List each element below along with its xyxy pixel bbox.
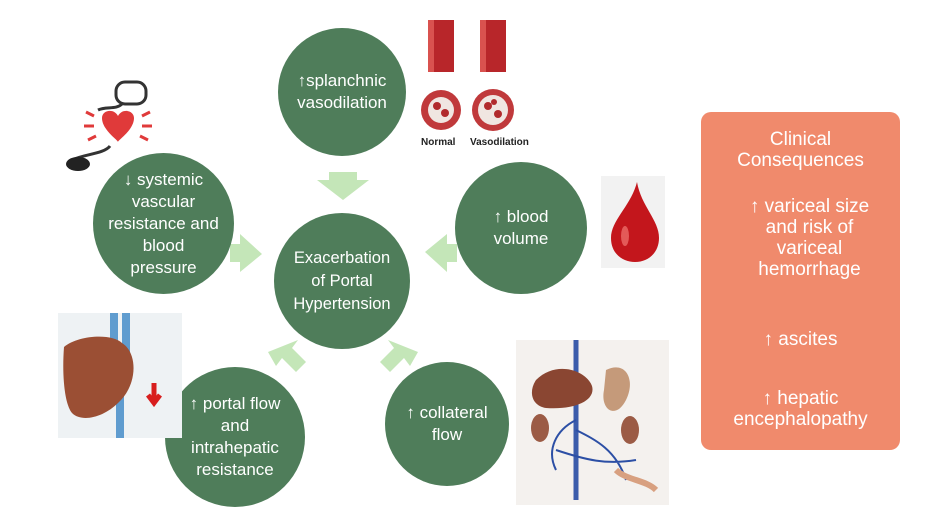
caption-normal: Normal bbox=[421, 137, 456, 148]
consequence-encephalopathy: ↑ hepatic encephalopathy bbox=[733, 388, 868, 430]
center-label: Exacerbation of Portal Hypertension bbox=[293, 248, 391, 313]
arrow-bottom-right bbox=[380, 340, 418, 372]
consequence-ascites: ↑ ascites bbox=[763, 329, 838, 350]
node-splanchnic-vasodilation: ↑splanchnic vasodilation bbox=[278, 28, 406, 156]
node-blood-volume: ↑ blood volume bbox=[455, 162, 587, 294]
node-label: ↑splanchnic vasodilation bbox=[297, 71, 387, 112]
node-label: ↑ collateral flow bbox=[406, 403, 488, 444]
blood-drop-icon bbox=[601, 176, 665, 268]
node-label: ↑ blood volume bbox=[493, 207, 549, 248]
arrow-right bbox=[425, 234, 457, 272]
panel-title: Clinical Consequences bbox=[737, 129, 864, 171]
consequence-variceal: ↑ variceal size and risk of variceal hem… bbox=[749, 196, 870, 280]
blood-pressure-icon bbox=[66, 80, 152, 171]
caption-vasodilation: Vasodilation bbox=[470, 137, 529, 148]
arrow-left bbox=[230, 234, 262, 272]
node-systemic-resistance: ↓ systemic vascular resistance and blood… bbox=[93, 153, 234, 294]
arrow-bottom-left bbox=[268, 340, 306, 372]
node-portal-hypertension: Exacerbation of Portal Hypertension bbox=[274, 213, 410, 349]
vessel-illustration bbox=[421, 20, 514, 131]
portal-vasculature-illustration bbox=[516, 340, 669, 505]
clinical-consequences-panel: Clinical Consequences ↑ variceal size an… bbox=[701, 112, 900, 450]
arrow-top bbox=[317, 172, 369, 200]
node-label: ↓ systemic vascular resistance and blood… bbox=[108, 169, 219, 277]
liver-illustration bbox=[58, 313, 182, 438]
node-label: ↑ portal flow and intrahepatic resistanc… bbox=[189, 394, 281, 479]
node-portal-flow: ↑ portal flow and intrahepatic resistanc… bbox=[165, 367, 305, 507]
node-collateral-flow: ↑ collateral flow bbox=[385, 362, 509, 486]
